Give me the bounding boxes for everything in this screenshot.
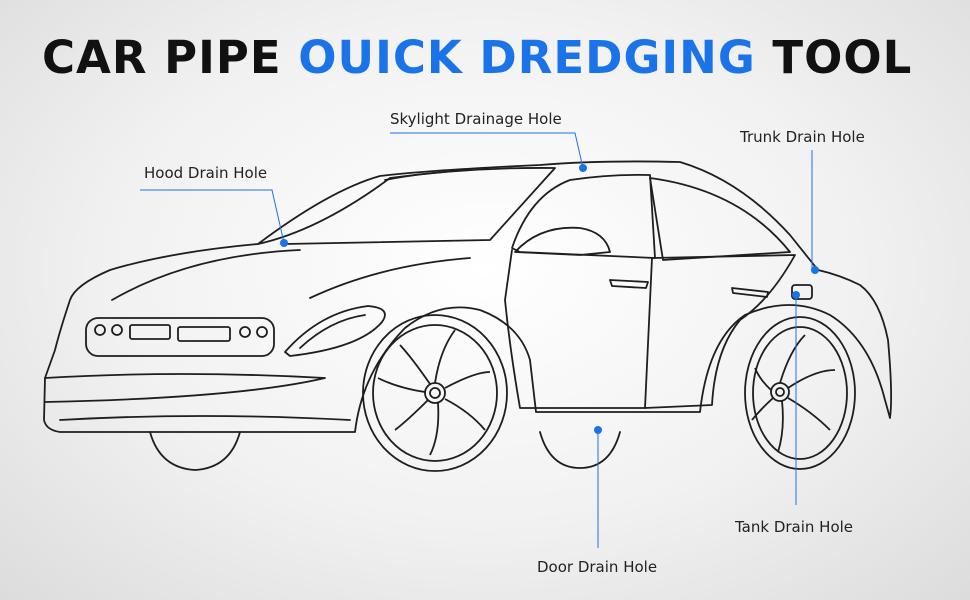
car-tank-flap <box>791 284 813 300</box>
car-hood-crease-2 <box>309 257 471 299</box>
door-drain-label: Door Drain Hole <box>537 558 658 576</box>
car-windshield-pillar <box>384 169 471 181</box>
car-door-front <box>504 249 653 409</box>
car-fog-light <box>111 324 123 336</box>
car-front-window <box>511 173 656 259</box>
car-fog-light <box>256 326 268 338</box>
hood-leader-line <box>140 189 285 244</box>
car-rear-window <box>649 177 791 261</box>
car-grille <box>85 317 275 357</box>
hood-drain-label: Hood Drain Hole <box>144 164 268 182</box>
car-side-mirror <box>514 226 611 256</box>
car-fog-light <box>239 326 251 338</box>
car-front-bumper <box>44 373 326 403</box>
trunk-drain-marker <box>811 266 819 274</box>
title-part-2: TOOL <box>755 31 913 84</box>
trunk-drain-label: Trunk Drain Hole <box>740 128 865 146</box>
car-rear-tire-far <box>539 431 621 469</box>
tank-drain-marker <box>792 291 800 299</box>
skylight-drain-label: Skylight Drainage Hole <box>390 110 562 128</box>
car-grille-slot <box>129 324 171 340</box>
car-front-handle <box>609 279 649 289</box>
car-headlight-inner <box>299 314 366 349</box>
car-bumper-lip <box>59 415 351 421</box>
title-accent: OUICK DREDGING <box>298 31 756 84</box>
hood-drain-marker <box>280 239 288 247</box>
car-grille-slot <box>177 326 231 342</box>
tank-drain-label: Tank Drain Hole <box>735 518 854 536</box>
car-front-tire-far <box>149 431 241 471</box>
car-front-wheel <box>362 314 508 472</box>
title-part-1: CAR PIPE <box>42 31 299 84</box>
car-hood-crease-1 <box>111 249 301 301</box>
door-drain-marker <box>594 426 602 434</box>
car-rear-handle <box>731 287 769 298</box>
car-rear-wheel <box>744 316 856 470</box>
car-roof-line <box>257 167 556 245</box>
skylight-leader-line <box>390 132 584 169</box>
car-headlight <box>284 305 386 357</box>
car-fog-light <box>94 324 106 336</box>
page-title: CAR PIPE OUICK DREDGING TOOL <box>42 30 912 86</box>
car-door-rear <box>644 254 796 409</box>
skylight-drain-marker <box>579 164 587 172</box>
